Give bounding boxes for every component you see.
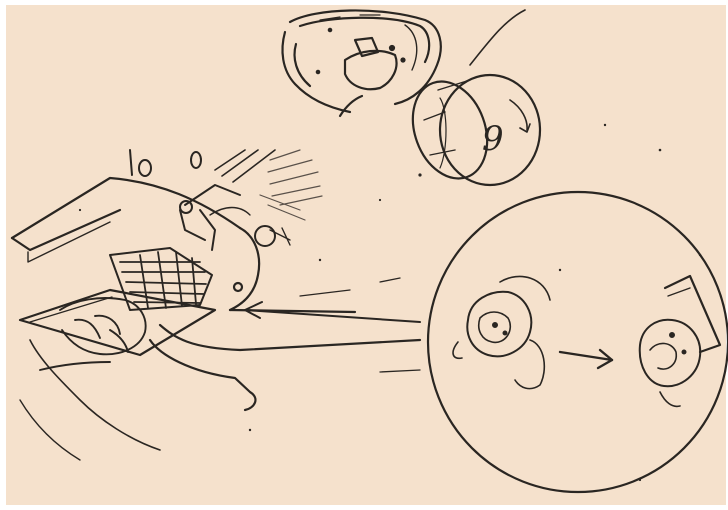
bobbin-label: 9 <box>482 119 504 159</box>
